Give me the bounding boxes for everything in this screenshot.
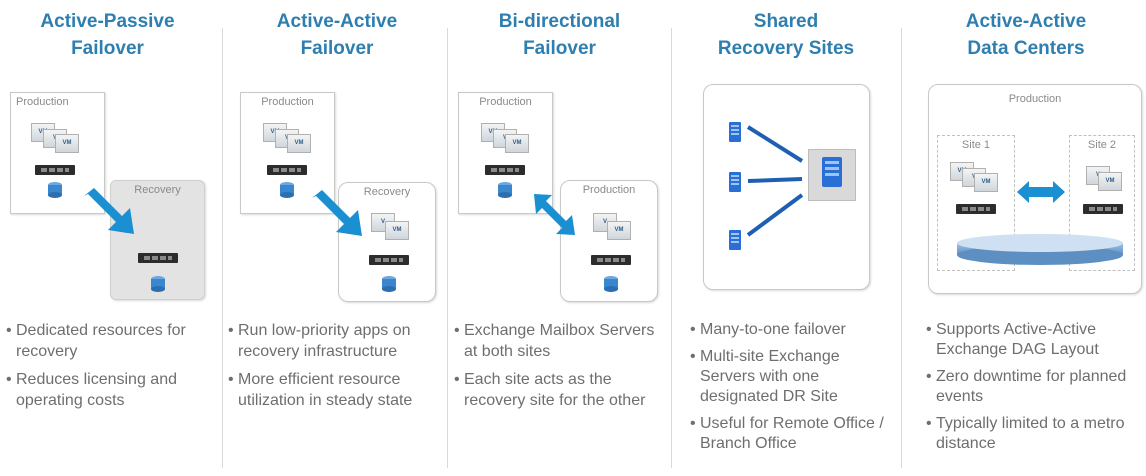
bullet-list: Many-to-one failover Multi-site Exchange… [690, 320, 896, 461]
site-1-box: Site 1 VM V VM [937, 135, 1015, 271]
vm-stack-icon: VM V VM [950, 162, 998, 192]
failover-arrow-icon [312, 190, 362, 236]
failover-arrow-icon [84, 188, 134, 234]
bullet-item: Many-to-one failover [690, 320, 896, 340]
box-label: Site 1 [961, 139, 991, 151]
vm-stack-icon: VM V VM [263, 123, 311, 153]
column-shared-recovery-sites: Shared Recovery Sites [676, 0, 896, 476]
vm-stack-icon: V VM [371, 213, 419, 243]
bullet-list: Exchange Mailbox Servers at both sites E… [454, 320, 664, 418]
database-icon [280, 182, 294, 198]
box-label: Production [16, 96, 69, 108]
storage-array-icon [1083, 204, 1123, 214]
bullet-item: Reduces licensing and operating costs [6, 369, 206, 411]
shared-storage-disk-icon [957, 234, 1123, 265]
column-title: Bi-directional Failover [498, 11, 621, 59]
bullet-item: More efficient resource utilization in s… [228, 369, 443, 411]
box-label: Production [261, 96, 314, 108]
column-title: Active-Active Data Centers [965, 11, 1087, 59]
storage-array-icon [267, 165, 307, 175]
bullet-item: Supports Active-Active Exchange DAG Layo… [926, 320, 1146, 360]
column-active-passive: Active-Passive Failover Production VM V … [0, 0, 215, 476]
storage-array-icon [956, 204, 996, 214]
storage-array-icon [485, 165, 525, 175]
production-box: Production VM V VM [10, 92, 105, 214]
box-label: Production [1008, 93, 1062, 105]
storage-array-icon [138, 253, 178, 263]
column-active-active-failover: Active-Active Failover Production VM V V… [228, 0, 446, 476]
database-icon [498, 182, 512, 198]
server-tower-icon [729, 230, 741, 250]
column-divider [447, 28, 448, 468]
column-title: Shared Recovery Sites [717, 11, 855, 59]
database-icon [382, 276, 396, 292]
column-divider [222, 28, 223, 468]
server-tower-icon [822, 157, 842, 187]
column-divider [671, 28, 672, 468]
bullet-item: Zero downtime for planned events [926, 367, 1146, 407]
database-icon [48, 182, 62, 198]
box-label: Production [582, 184, 636, 196]
box-label: Recovery [363, 186, 411, 198]
bullet-item: Typically limited to a metro distance [926, 414, 1146, 454]
bullet-item: Each site acts as the recovery site for … [454, 369, 664, 411]
box-label: Production [479, 96, 532, 108]
bullet-list: Supports Active-Active Exchange DAG Layo… [926, 320, 1146, 461]
bidirectional-arrow-icon [534, 194, 575, 235]
bullet-item: Dedicated resources for recovery [6, 320, 206, 362]
connection-lines [746, 125, 804, 237]
server-tower-icon [729, 172, 741, 192]
database-icon [604, 276, 618, 292]
column-title: Active-Passive Failover [40, 11, 175, 59]
topology-box [703, 84, 870, 290]
column-active-active-data-centers: Active-Active Data Centers Production Si… [906, 0, 1146, 476]
secondary-production-box: Production V VM [560, 180, 658, 302]
vm-stack-icon: VM V VM [31, 123, 79, 153]
bullet-item: Run low-priority apps on recovery infras… [228, 320, 443, 362]
production-box: Production Site 1 VM V VM Site 2 V VM [928, 84, 1142, 294]
vm-stack-icon: V VM [593, 213, 641, 243]
column-bi-directional: Bi-directional Failover Production VM V … [452, 0, 667, 476]
column-title: Active-Active Failover [276, 11, 398, 59]
storage-array-icon [35, 165, 75, 175]
storage-array-icon [591, 255, 631, 265]
bidirectional-arrow-icon [1017, 181, 1065, 203]
bullet-list: Run low-priority apps on recovery infras… [228, 320, 443, 418]
production-box: Production VM V VM [458, 92, 553, 214]
site-2-box: Site 2 V VM [1069, 135, 1135, 271]
bullet-item: Multi-site Exchange Servers with one des… [690, 347, 896, 407]
column-divider [901, 28, 902, 468]
box-label: Site 2 [1087, 139, 1117, 151]
storage-array-icon [369, 255, 409, 265]
recovery-box: Recovery V VM [338, 182, 436, 302]
vm-stack-icon: VM V VM [481, 123, 529, 153]
bullet-item: Exchange Mailbox Servers at both sites [454, 320, 664, 362]
bullet-item: Useful for Remote Office / Branch Office [690, 414, 896, 454]
bullet-list: Dedicated resources for recovery Reduces… [6, 320, 206, 418]
database-icon [151, 276, 165, 292]
recovery-box: Recovery [110, 180, 205, 300]
server-tower-icon [729, 122, 741, 142]
vm-stack-icon: V VM [1086, 166, 1134, 196]
box-label: Recovery [134, 184, 181, 196]
